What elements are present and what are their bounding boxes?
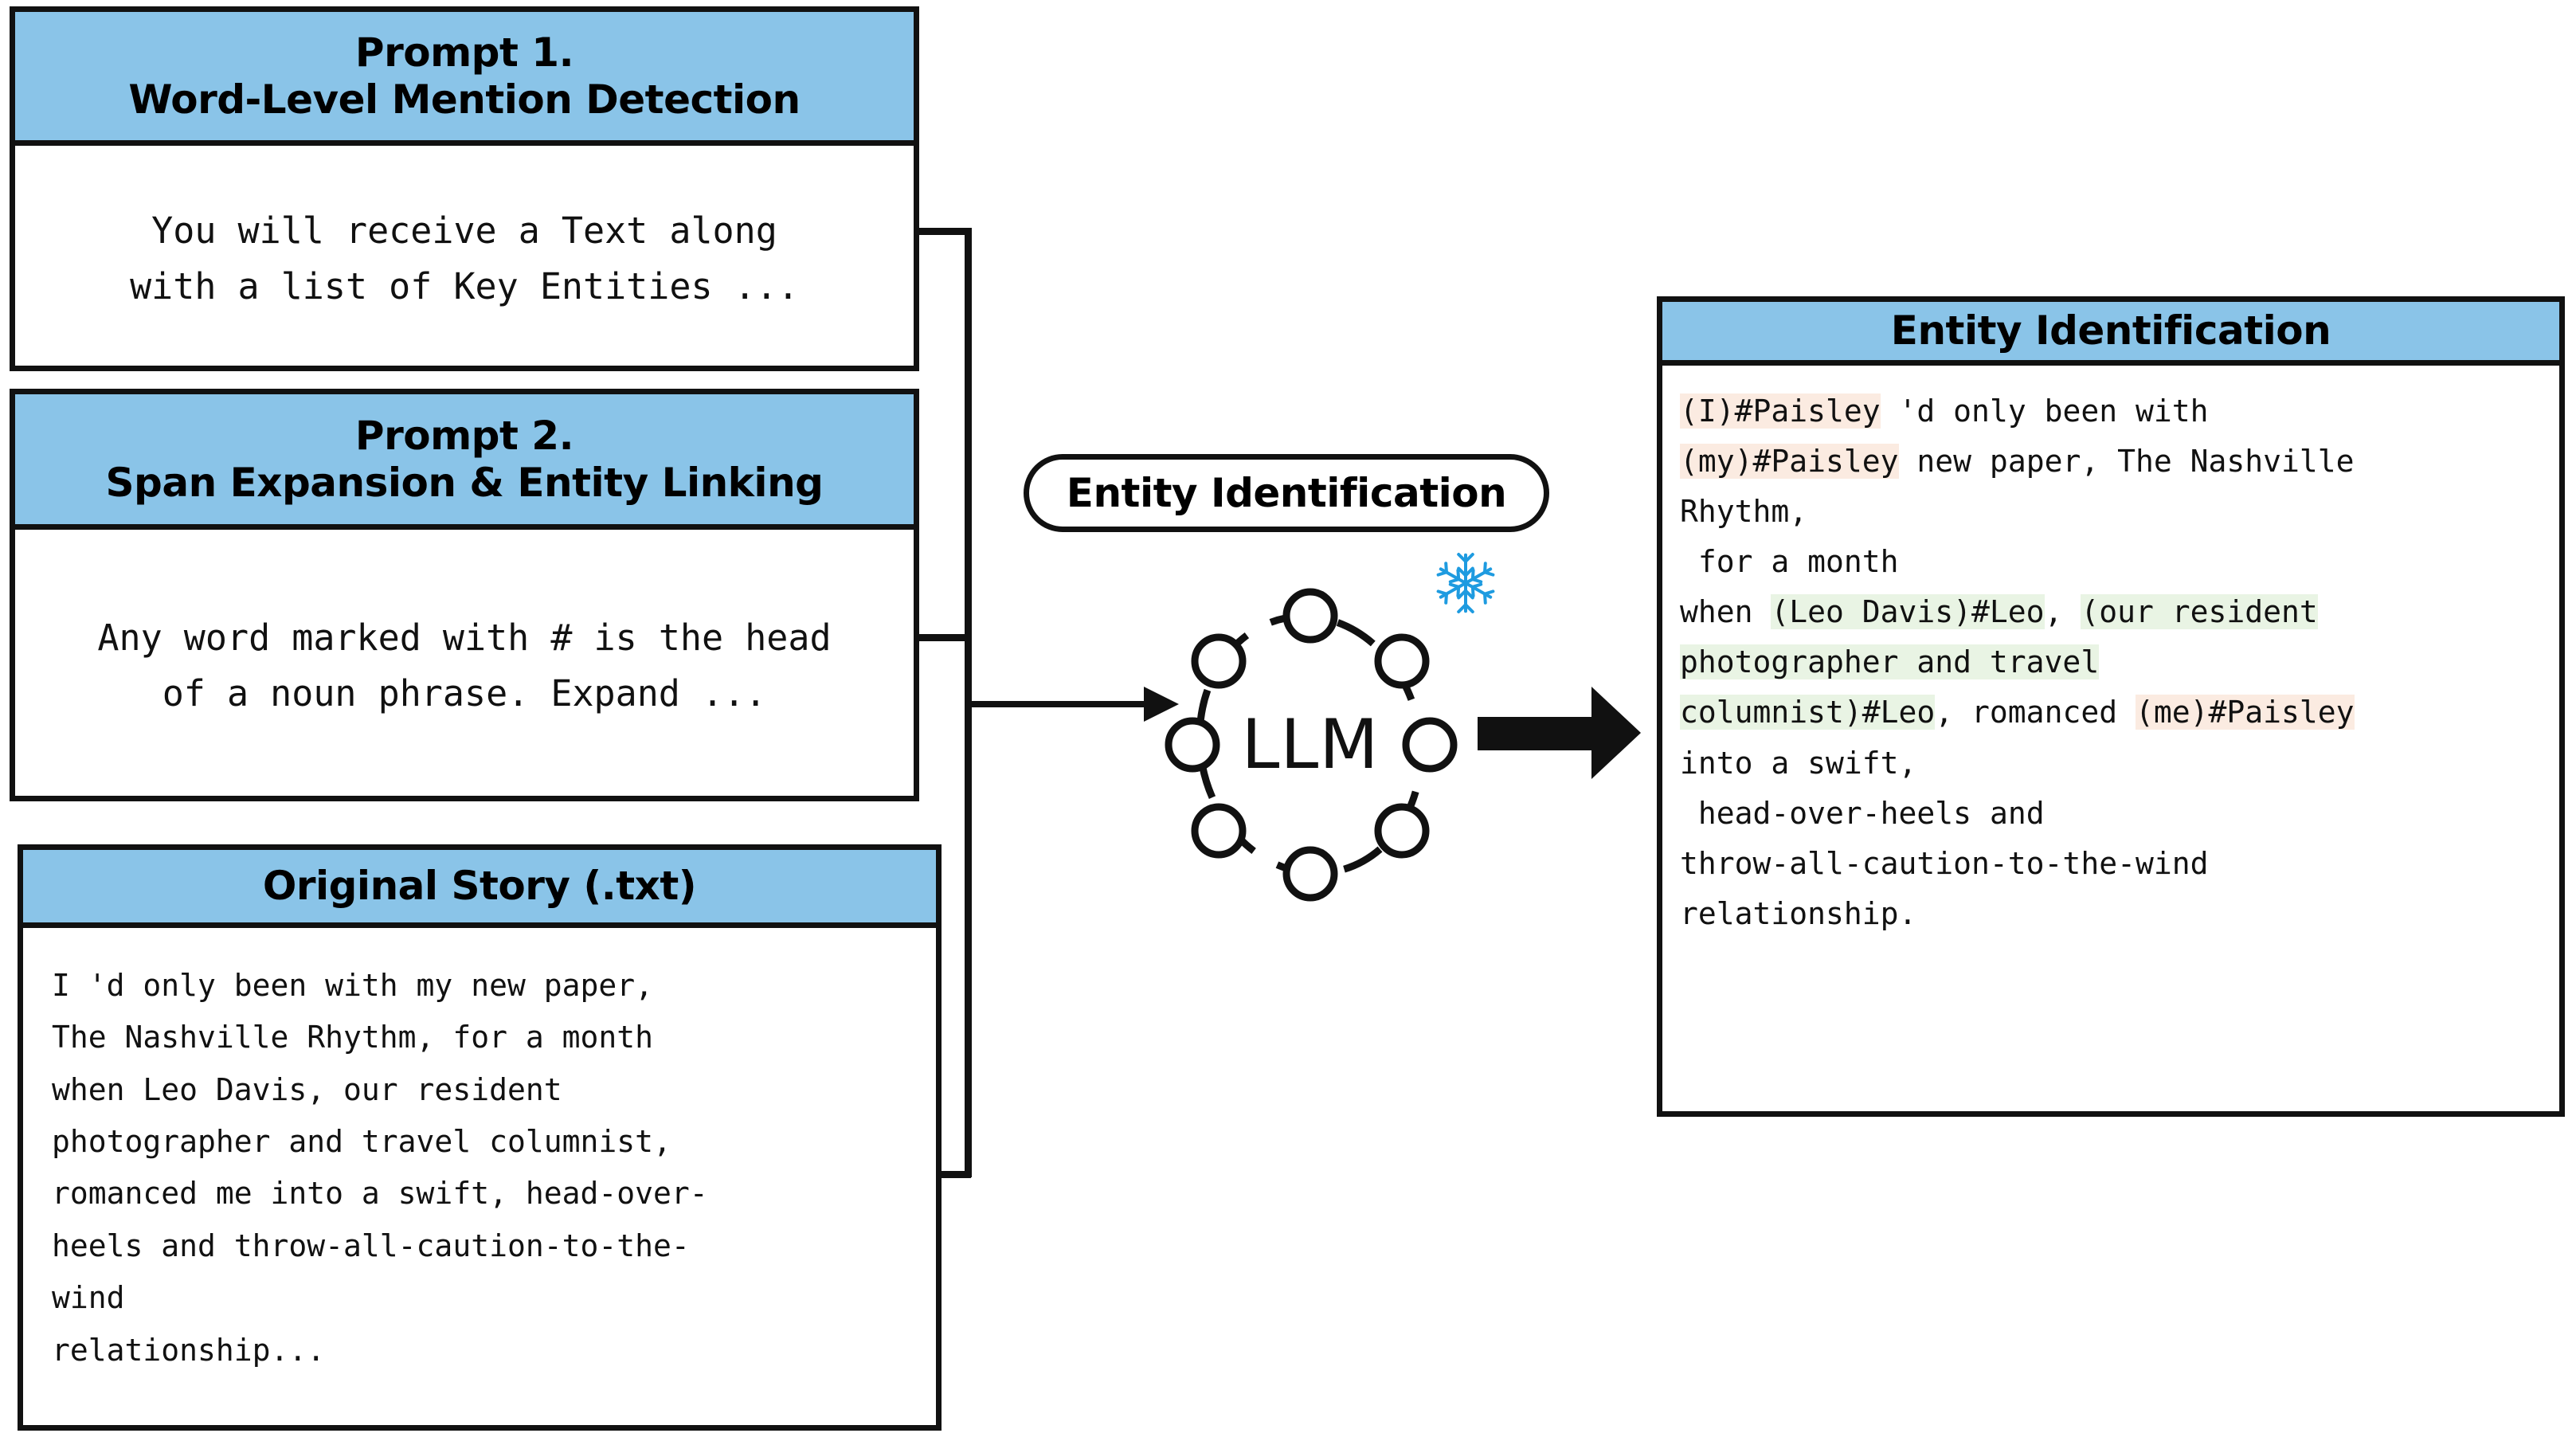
output-line: (my)#Paisley new paper, The Nashville xyxy=(1680,437,2551,487)
prompt-2-body: Any word marked with # is the head of a … xyxy=(97,616,832,715)
input-arrow-shaft xyxy=(972,701,1147,707)
connector-prompt-2 xyxy=(918,634,971,641)
output-entity-highlight: photographer and travel xyxy=(1680,644,2100,680)
output-text-segment: new paper, The Nashville xyxy=(1898,444,2355,480)
prompt-1-title-line2: Word-Level Mention Detection xyxy=(128,76,801,123)
prompt-1-header: Prompt 1. Word-Level Mention Detection xyxy=(15,12,914,146)
original-story-header: Original Story (.txt) xyxy=(23,850,936,928)
prompt-2-card: Prompt 2. Span Expansion & Entity Linkin… xyxy=(10,389,919,801)
output-entity-highlight: columnist)#Leo xyxy=(1680,695,1936,730)
output-text-segment: head-over-heels and xyxy=(1680,795,2045,831)
output-line: Rhythm, xyxy=(1680,487,2551,537)
original-story-title: Original Story (.txt) xyxy=(262,863,697,909)
output-header: Entity Identification xyxy=(1662,302,2559,366)
output-arrow-shaft xyxy=(1478,717,1597,750)
entity-identification-pill: Entity Identification xyxy=(1024,454,1549,532)
llm-ring-graphic xyxy=(1165,588,1458,902)
entity-identification-output-card: Entity Identification (I)#Paisley 'd onl… xyxy=(1657,296,2565,1117)
output-line: head-over-heels and xyxy=(1680,789,2551,839)
output-entity-highlight: (Leo Davis)#Leo xyxy=(1771,594,2045,630)
prompt-2-header: Prompt 2. Span Expansion & Entity Linkin… xyxy=(15,394,914,530)
original-story-card: Original Story (.txt) I 'd only been wit… xyxy=(18,844,942,1431)
output-text-segment: Rhythm, xyxy=(1680,494,1808,530)
output-entity-highlight: (our resident xyxy=(2081,594,2318,630)
connector-original-story xyxy=(941,1171,971,1178)
prompt-1-title-line1: Prompt 1. xyxy=(354,29,574,76)
output-entity-highlight: (I)#Paisley xyxy=(1680,394,1881,429)
entity-identification-pill-label: Entity Identification xyxy=(1066,470,1507,516)
output-title: Entity Identification xyxy=(1890,307,2331,354)
output-text-segment: into a swift, xyxy=(1680,745,1917,781)
output-text-segment: , romanced xyxy=(1935,695,2136,730)
output-line: when (Leo Davis)#Leo, (our resident xyxy=(1680,587,2551,637)
connector-prompt-1 xyxy=(918,228,971,235)
output-line: for a month xyxy=(1680,537,2551,587)
output-line: throw-all-caution-to-the-wind xyxy=(1680,839,2551,889)
output-text-segment: relationship. xyxy=(1680,895,1917,931)
output-entity-highlight: (my)#Paisley xyxy=(1680,444,1899,480)
original-story-body: I 'd only been with my new paper, The Na… xyxy=(52,968,708,1368)
output-body: (I)#Paisley 'd only been with(my)#Paisle… xyxy=(1662,366,2559,1111)
prompt-2-title-line2: Span Expansion & Entity Linking xyxy=(105,459,824,506)
output-text-segment: for a month xyxy=(1680,544,1899,580)
output-arrow-head-icon xyxy=(1591,687,1641,779)
output-line: relationship. xyxy=(1680,889,2551,939)
output-text-segment: , xyxy=(2044,594,2081,630)
output-entity-highlight: (me)#Paisley xyxy=(2135,695,2355,730)
output-text-segment: throw-all-caution-to-the-wind xyxy=(1680,845,2209,881)
llm-node: LLM xyxy=(1159,578,1462,912)
output-line: into a swift, xyxy=(1680,738,2551,789)
prompt-2-title-line1: Prompt 2. xyxy=(354,412,574,459)
prompt-1-body: You will receive a Text along with a lis… xyxy=(130,209,799,307)
prompt-1-card: Prompt 1. Word-Level Mention Detection Y… xyxy=(10,6,919,371)
snowflake-icon xyxy=(1434,551,1497,615)
output-line: columnist)#Leo, romanced (me)#Paisley xyxy=(1680,687,2551,738)
output-line: photographer and travel xyxy=(1680,637,2551,687)
input-arrow-head-icon xyxy=(1144,687,1179,722)
output-text-segment: 'd only been with xyxy=(1880,394,2209,429)
output-line: (I)#Paisley 'd only been with xyxy=(1680,386,2551,437)
connector-vertical-bus xyxy=(965,228,972,1177)
output-text-segment: when xyxy=(1680,594,1771,630)
